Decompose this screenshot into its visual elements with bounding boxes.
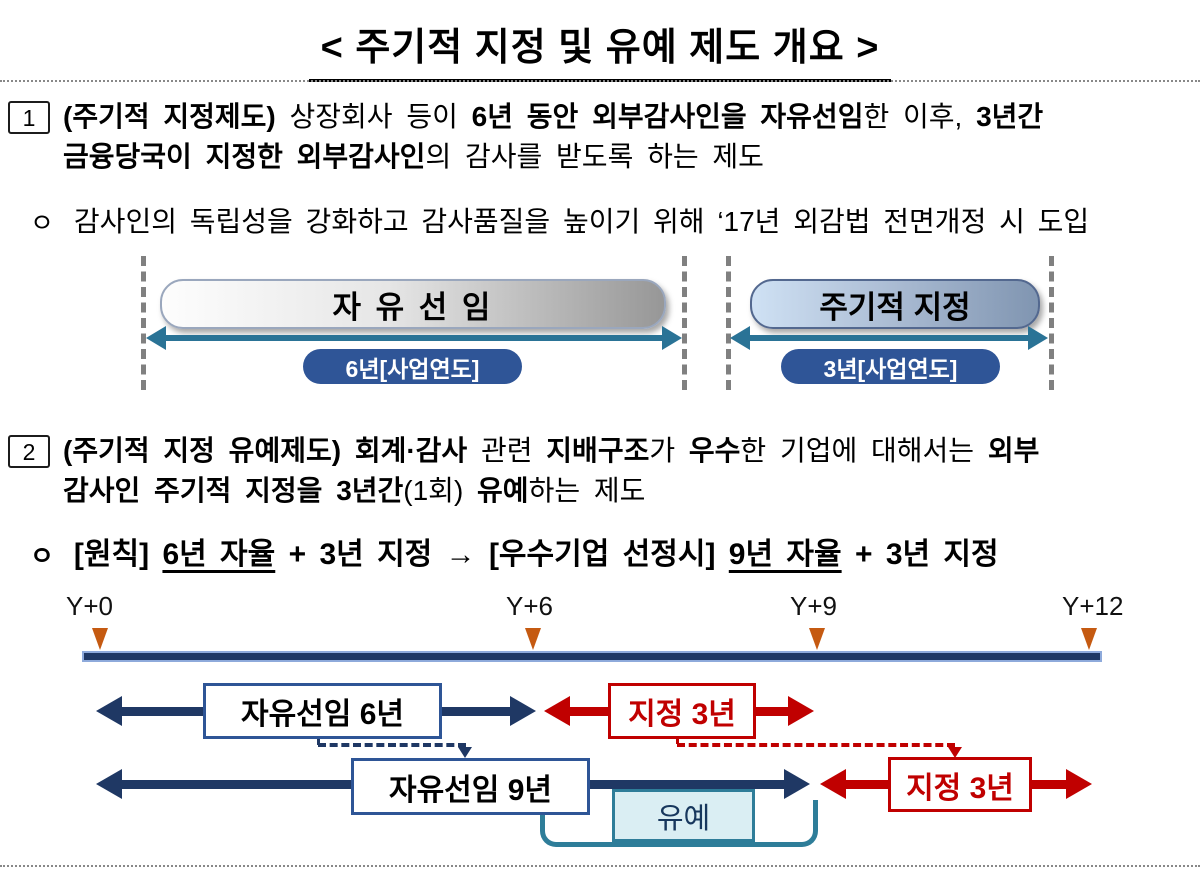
top-dotted-divider bbox=[0, 80, 1200, 82]
red-dashed-connector bbox=[677, 743, 955, 747]
arrowhead-left bbox=[820, 769, 846, 799]
navy-connector-arrowhead bbox=[458, 747, 472, 758]
arrowhead-left bbox=[730, 326, 750, 350]
timeline-label-y12: Y+12 bbox=[1062, 591, 1124, 621]
doc-title: < 주기적 지정 및 유예 제도 개요 > bbox=[308, 16, 892, 82]
timeline-label-y0: Y+0 bbox=[66, 591, 113, 621]
section1-bullet: ㅇ 감사인의 독립성을 강화하고 감사품질을 높이기 위해 ‘17년 외감법 전… bbox=[30, 203, 1190, 242]
section1-number-box: 1 bbox=[8, 101, 50, 134]
arrowhead-right bbox=[662, 326, 682, 350]
row2-free-label-box: 자유선임 9년 bbox=[351, 758, 590, 815]
timeline-bar bbox=[82, 651, 1102, 662]
timeline-label-y9: Y+9 bbox=[790, 591, 837, 621]
section2-text: (주기적 지정 유예제도) 회계·감사 관련 지배구조가 우수한 기업에 대해서… bbox=[63, 435, 1040, 506]
free-period-arrow bbox=[146, 326, 682, 350]
section1-bullet-text: 감사인의 독립성을 강화하고 감사품질을 높이기 위해 ‘17년 외감법 전면개… bbox=[73, 206, 1090, 237]
arrowhead-left bbox=[544, 696, 570, 726]
section1-text: (주기적 지정제도) 상장회사 등이 6년 동안 외부감사인을 자유선임한 이후… bbox=[63, 101, 1044, 172]
red-connector-arrowhead bbox=[948, 747, 962, 758]
deferral-box: 유예 bbox=[612, 789, 755, 842]
section1-paragraph: 1 (주기적 지정제도) 상장회사 등이 6년 동안 외부감사인을 자유선임한 … bbox=[8, 97, 1194, 177]
section2-number-box: 2 bbox=[8, 435, 50, 468]
bottom-dotted-divider bbox=[0, 865, 1200, 867]
arrowhead-right bbox=[788, 696, 814, 726]
three-year-duration-pill: 3년[사업연도] bbox=[781, 349, 1000, 384]
arrow-shaft bbox=[750, 335, 1028, 341]
timeline-tick-icon bbox=[525, 628, 541, 650]
arrowhead-left bbox=[96, 696, 122, 726]
dashed-boundary-line bbox=[726, 256, 731, 390]
arrowhead-left bbox=[96, 769, 122, 799]
title-row: < 주기적 지정 및 유예 제도 개요 > bbox=[0, 16, 1200, 82]
navy-connector-stub bbox=[317, 733, 320, 745]
row2-designated-label-box: 지정 3년 bbox=[888, 757, 1032, 812]
circle-bullet-icon: ㅇ bbox=[30, 208, 54, 238]
dashed-boundary-line bbox=[1049, 256, 1054, 390]
timeline-label-y6: Y+6 bbox=[506, 591, 553, 621]
timeline-tick-icon bbox=[809, 628, 825, 650]
arrowhead-right bbox=[784, 769, 810, 799]
timeline-tick-icon bbox=[92, 628, 108, 650]
timeline-tick-icon bbox=[1081, 628, 1097, 650]
row1-free-label-box: 자유선임 6년 bbox=[203, 683, 442, 739]
designated-period-arrow bbox=[730, 326, 1048, 350]
periodic-designation-pill: 주기적 지정 bbox=[750, 279, 1040, 329]
deferral-bracket bbox=[540, 800, 818, 847]
arrowhead-left bbox=[146, 326, 166, 350]
dashed-boundary-line bbox=[141, 256, 146, 390]
section2-paragraph: 2 (주기적 지정 유예제도) 회계·감사 관련 지배구조가 우수한 기업에 대… bbox=[8, 431, 1194, 511]
arrowhead-right bbox=[1028, 326, 1048, 350]
arrow-shaft bbox=[166, 335, 662, 341]
free-appointment-pill: 자 유 선 임 bbox=[160, 279, 666, 329]
arrowhead-right bbox=[510, 696, 536, 726]
row1-designated-label-box: 지정 3년 bbox=[608, 683, 756, 739]
circle-bullet-icon: ㅇ bbox=[30, 541, 54, 571]
section2-bullet-text: [원칙] 6년 자율 + 3년 지정 → [우수기업 선정시] 9년 자율 + … bbox=[73, 538, 999, 571]
arrowhead-right bbox=[1066, 769, 1092, 799]
six-year-duration-pill: 6년[사업연도] bbox=[303, 349, 522, 384]
navy-dashed-connector bbox=[318, 743, 466, 747]
dashed-boundary-line bbox=[682, 256, 687, 390]
section2-bullet: ㅇ [원칙] 6년 자율 + 3년 지정 → [우수기업 선정시] 9년 자율 … bbox=[30, 536, 1190, 575]
